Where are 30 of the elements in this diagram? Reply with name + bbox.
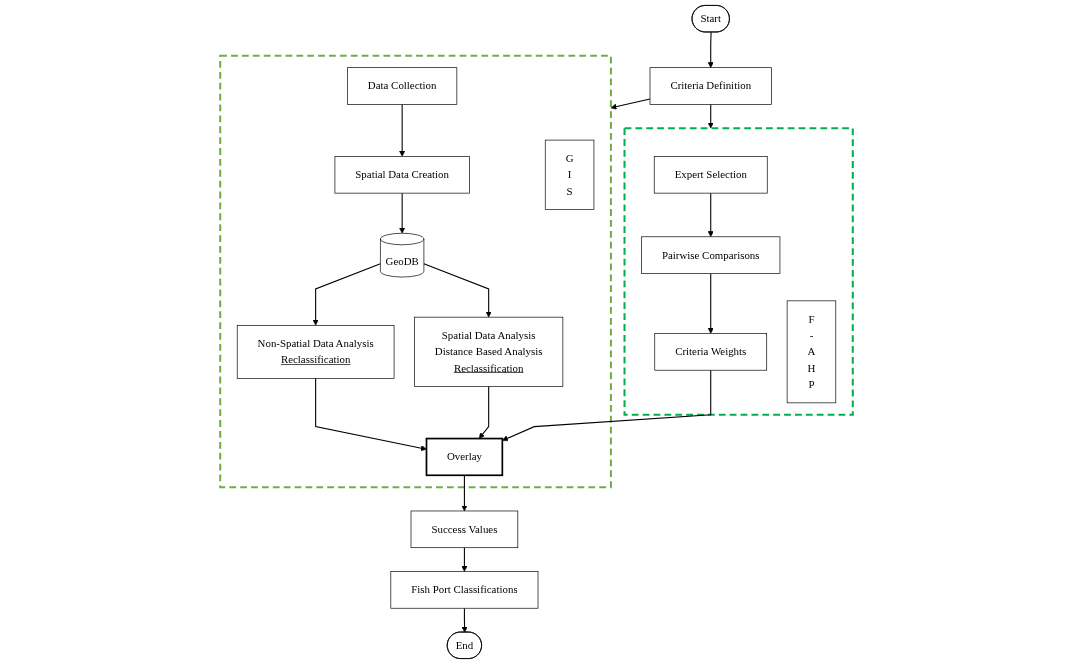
- node-box: Criteria Weights: [654, 333, 768, 371]
- node-box: Criteria Definition: [649, 67, 772, 105]
- node-box: Spatial Data Analysis Distance Based Analysis Reclassification: [414, 316, 564, 387]
- node-box: F - A H P: [786, 300, 837, 404]
- node-box: Overlay: [425, 437, 504, 477]
- node-box: G I S: [544, 139, 595, 210]
- node-box: Non-Spatial Data Analysis Reclassification: [236, 325, 395, 379]
- node-box: Fish Port Classifications: [390, 571, 539, 609]
- arrow: [461, 607, 468, 633]
- arrow: [461, 474, 468, 512]
- node-box: Expert Selection: [653, 156, 768, 194]
- arrow: [707, 272, 714, 334]
- arrow: [461, 547, 468, 572]
- arrow: [707, 103, 714, 129]
- node-box: Success Values: [410, 510, 519, 549]
- node-box: Spatial Data Creation: [334, 156, 470, 194]
- arrow: [399, 103, 406, 157]
- arrow: [423, 263, 492, 318]
- arrow: [610, 98, 651, 110]
- arrow: [707, 192, 714, 238]
- arrow: [312, 263, 381, 326]
- arrow: [502, 369, 712, 442]
- arrow: [478, 386, 490, 439]
- node-box: Pairwise Comparisons: [641, 236, 781, 274]
- cluster: [219, 54, 612, 489]
- arrow: [315, 377, 427, 452]
- arrow: [399, 192, 406, 234]
- node-box: Data Collection: [347, 67, 458, 105]
- cluster: [623, 127, 854, 416]
- arrow: [707, 31, 714, 68]
